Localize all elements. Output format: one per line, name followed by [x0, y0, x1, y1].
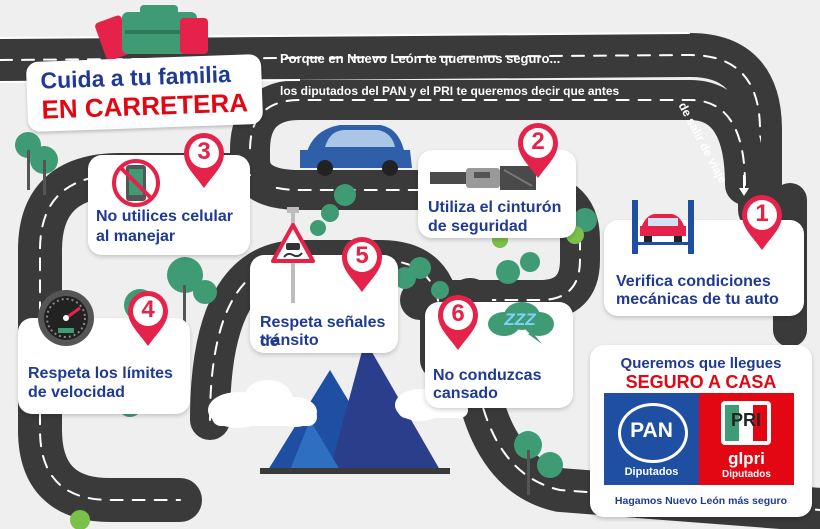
- pin-6: 6: [436, 294, 480, 352]
- tip-1-text-line-2: mecánicas de tu auto: [616, 291, 779, 308]
- sleep-cloud-shape: [488, 302, 554, 344]
- banner-line-1: Porque en Nuevo León te queremos seguro.…: [280, 51, 561, 66]
- closing-footer: Hagamos Nuevo León más seguro: [614, 495, 788, 507]
- tip-6-text-line-2: cansado: [433, 385, 498, 402]
- pin-6-number: 6: [451, 300, 465, 327]
- pin-1: 1: [740, 194, 784, 252]
- mountains: [260, 340, 450, 474]
- tip-5-text-line-2: tránsito: [260, 332, 319, 349]
- seatbelt-icon: [430, 166, 536, 190]
- pan-logo-caption: Diputados: [624, 466, 679, 478]
- speedometer-icon: [38, 290, 94, 346]
- pin-5: 5: [340, 236, 384, 294]
- pri-red-bar: [753, 405, 767, 441]
- tip-1-text-line-1: Verifica condiciones: [616, 273, 771, 290]
- pin-3-number: 3: [197, 138, 211, 165]
- closing-line-2: SEGURO A CASA: [625, 372, 777, 392]
- pri-logo-mark: PRI: [730, 410, 761, 430]
- title-line-2: EN CARRETERA: [40, 87, 249, 125]
- car-lift-icon: [632, 200, 694, 254]
- pan-logo-ring: [618, 403, 688, 463]
- sleep-zzz-icon: ZZZ: [484, 296, 556, 346]
- pan-logo-mark: PAN: [630, 419, 673, 442]
- pin-2-number: 2: [531, 128, 545, 155]
- tip-2-text-line-2: de seguridad: [428, 218, 528, 235]
- tip-4-text-line-1: Respeta los límites: [28, 365, 173, 382]
- pin-3: 3: [182, 132, 226, 190]
- pri-logo-handle: glpri: [728, 449, 765, 468]
- no-phone-icon: [112, 159, 160, 207]
- pan-logo: PAN Diputados: [604, 393, 699, 485]
- pin-1-number: 1: [755, 200, 769, 227]
- pin-4-number: 4: [141, 296, 155, 323]
- tip-6-text-line-1: No conduzcas: [433, 367, 542, 384]
- road-sign-icon: [271, 207, 315, 303]
- pin-5-number: 5: [355, 242, 369, 269]
- tip-3-text-line-2: al manejar: [96, 228, 176, 245]
- tip-2-text-line-1: Utiliza el cinturón: [428, 199, 562, 216]
- tip-4-text-line-2: de velocidad: [28, 384, 125, 401]
- closing-card: Queremos que llegues SEGURO A CASA PAN D…: [590, 345, 812, 517]
- luggage: [95, 5, 208, 61]
- tip-card-2: Utiliza el cinturón de seguridad: [418, 150, 576, 238]
- tip-card-3: No utilices celular al manejar: [88, 155, 250, 255]
- tip-5-text-line-1: Respeta señales de: [260, 314, 386, 350]
- pri-logo-box: PRI: [721, 401, 771, 445]
- pin-4: 4: [126, 290, 170, 348]
- blue-car: [300, 125, 412, 176]
- pri-logo-caption: Diputados: [722, 469, 771, 480]
- pri-green-bar: [725, 405, 739, 441]
- zzz-text: ZZZ: [504, 310, 536, 329]
- tip-3-text-line-1: No utilices celular: [96, 208, 233, 225]
- pri-logo: PRI glpri Diputados: [699, 393, 794, 485]
- banner-line-2: los diputados del PAN y el PRI te querem…: [280, 84, 620, 98]
- pin-2: 2: [516, 122, 560, 180]
- title-card: Cuida a tu familia EN CARRETERA: [25, 53, 264, 133]
- closing-line-1: Queremos que llegues: [620, 355, 782, 372]
